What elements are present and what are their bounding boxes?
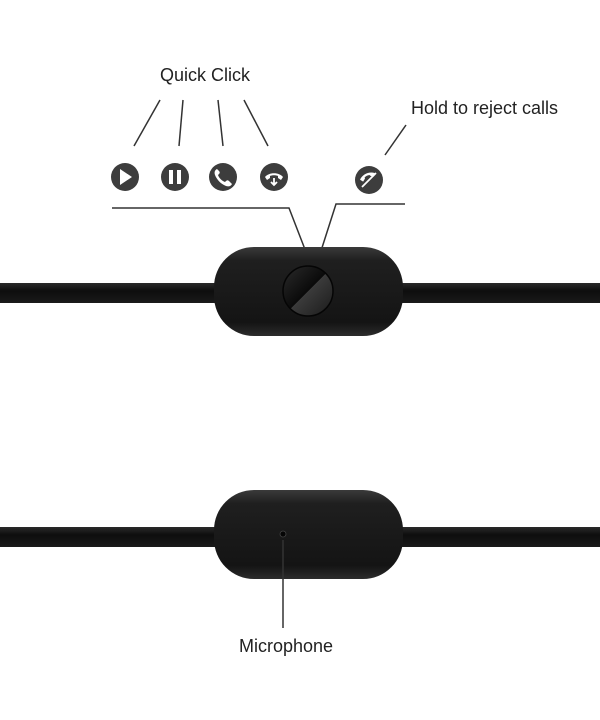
phone-end-icon	[260, 163, 288, 191]
multifunction-button[interactable]	[282, 265, 334, 317]
control-remote	[0, 247, 600, 336]
play-icon	[111, 163, 139, 191]
phone-answer-icon	[209, 163, 237, 191]
callout-line-play	[133, 99, 161, 147]
cable-right-top	[396, 283, 600, 303]
remote-body-bottom	[214, 490, 403, 579]
microphone-remote	[0, 490, 600, 579]
quick-click-pointer	[112, 207, 307, 253]
pause-icon	[161, 163, 189, 191]
microphone-hole	[279, 530, 287, 538]
hold-to-reject-label: Hold to reject calls	[411, 98, 558, 118]
microphone-label: Microphone	[239, 636, 333, 656]
quick-click-label: Quick Click	[160, 65, 251, 85]
button-pointer-lines	[112, 203, 405, 255]
hold-pointer	[319, 203, 405, 255]
callout-line-answer	[217, 99, 224, 147]
cable-left-bottom	[0, 527, 222, 547]
cable-left-top	[0, 283, 222, 303]
callout-line-pause	[178, 99, 184, 147]
quick-click-callout-lines	[133, 99, 407, 156]
phone-reject-icon	[355, 166, 383, 194]
callout-line-end	[243, 99, 269, 147]
cable-right-bottom	[396, 527, 600, 547]
callout-line-hold	[384, 124, 407, 156]
